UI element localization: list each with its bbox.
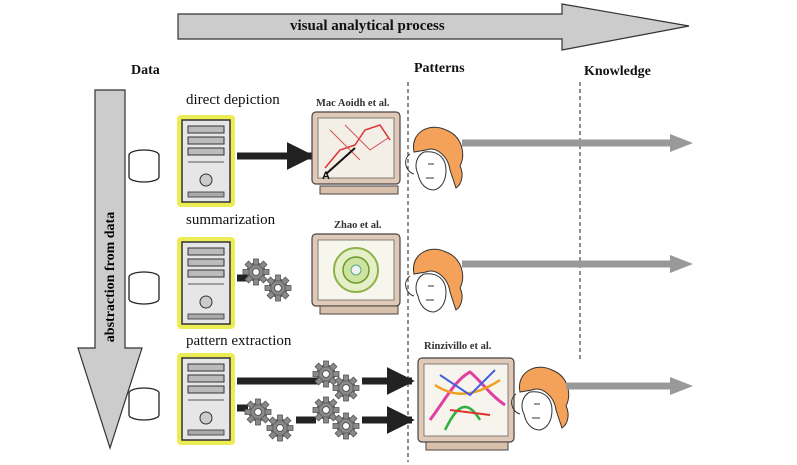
gear-icon bbox=[312, 360, 340, 388]
database-icon bbox=[128, 271, 160, 305]
person-icon bbox=[405, 248, 464, 313]
gear-icon bbox=[332, 412, 360, 440]
database-icon bbox=[128, 149, 160, 183]
stage-label-1: direct depiction bbox=[186, 92, 280, 108]
person-icon bbox=[405, 126, 464, 191]
citation-1: Mac Aoidh et al. bbox=[316, 98, 390, 109]
citation-2: Zhao et al. bbox=[334, 220, 382, 231]
header-knowledge: Knowledge bbox=[584, 64, 651, 79]
gear-icon bbox=[242, 258, 270, 286]
computer-icon bbox=[176, 352, 236, 446]
gear-icon bbox=[266, 414, 294, 442]
gear-icon bbox=[244, 398, 272, 426]
monitor-icon bbox=[311, 233, 401, 315]
abstraction-arrow bbox=[77, 89, 143, 450]
header-patterns: Patterns bbox=[414, 61, 465, 76]
database-icon bbox=[128, 387, 160, 421]
gear-icon bbox=[264, 274, 292, 302]
computer-icon bbox=[176, 236, 236, 330]
stage-label-3: pattern extraction bbox=[186, 333, 292, 349]
process-arrow bbox=[177, 3, 690, 51]
citation-3: Rinzivillo et al. bbox=[424, 341, 492, 352]
process-title: visual analytical process bbox=[290, 18, 445, 34]
stage-label-2: summarization bbox=[186, 212, 276, 228]
gear-icon bbox=[332, 374, 360, 402]
monitor-icon bbox=[311, 111, 401, 195]
computer-icon bbox=[176, 114, 236, 208]
monitor-icon bbox=[417, 357, 515, 451]
axis-label: abstraction from data bbox=[103, 211, 118, 343]
header-data: Data bbox=[131, 63, 160, 78]
person-icon bbox=[511, 366, 570, 431]
map-marker: A bbox=[322, 170, 330, 182]
